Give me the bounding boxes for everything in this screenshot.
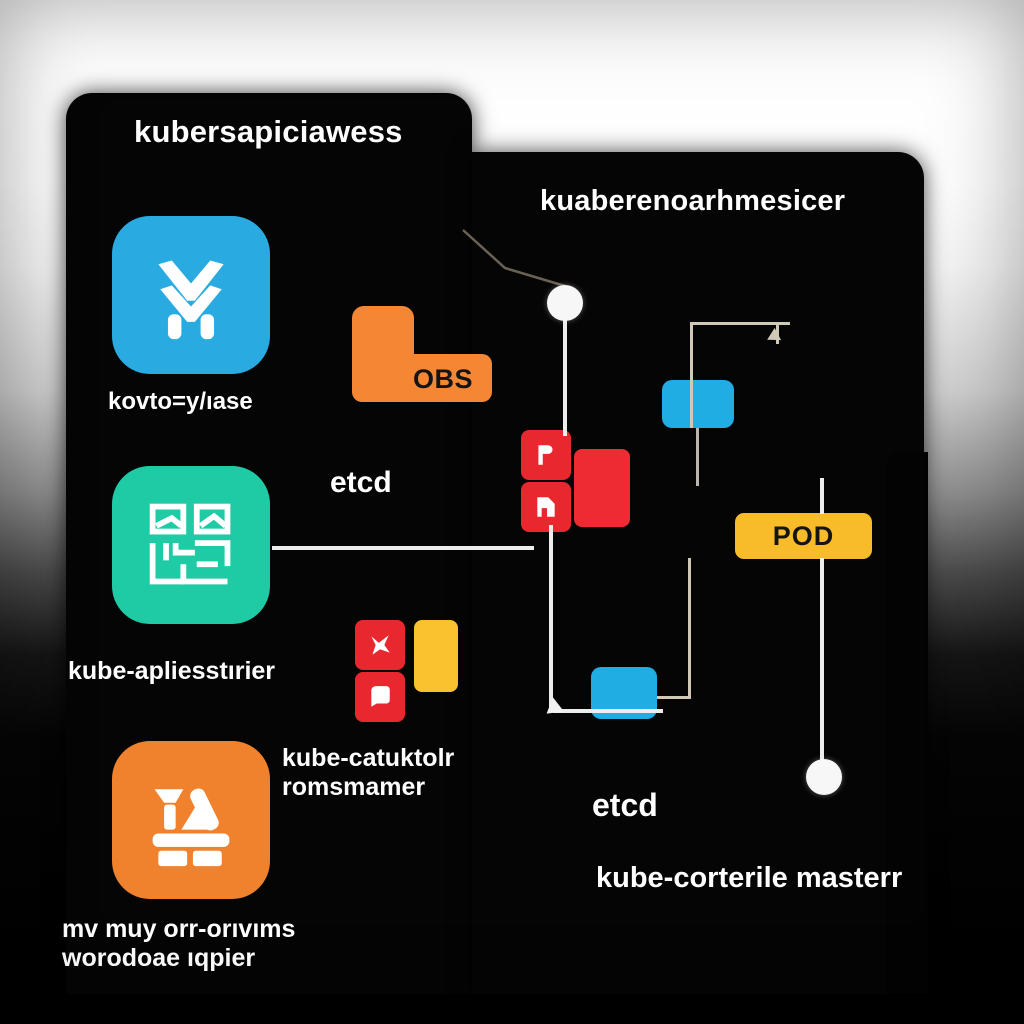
yellow-block-plain[interactable] xyxy=(414,620,458,692)
connector-blue-upper-stem xyxy=(696,428,699,486)
blue-chevron-app-icon[interactable] xyxy=(112,216,270,374)
connector-teal-icon-to-etcd xyxy=(272,546,534,550)
flag-icon xyxy=(533,442,559,468)
thin-elbow-lower-horizontal xyxy=(657,696,691,699)
caption-icon-3-line-2: worodoae ıqpier xyxy=(62,943,256,972)
right-panel-notch xyxy=(886,452,928,994)
pod-badge[interactable]: POD xyxy=(735,513,872,559)
caption-controller: kube-catuktolr romsmamer xyxy=(282,744,454,802)
caption-icon-3-line-1: mv muy orr-orıvıms xyxy=(62,915,296,943)
thin-elbow-upper-tick xyxy=(776,322,779,344)
note-icon xyxy=(533,494,559,520)
connector-elbow-under-blue xyxy=(553,709,663,713)
caption-icon-1: kovto=y/ıase xyxy=(108,388,253,415)
connector-node-top[interactable] xyxy=(547,285,583,321)
caption-etcd-right: etcd xyxy=(592,787,658,823)
blue-block-upper[interactable] xyxy=(662,380,734,428)
caption-controller-line-1: kube-catuktolr xyxy=(282,744,455,772)
obs-badge-label: OBS xyxy=(412,363,473,394)
speech-bubble-icon xyxy=(367,684,393,710)
diagonal-connector xyxy=(462,229,566,288)
red-block-plain[interactable] xyxy=(574,449,630,527)
thin-elbow-upper-vertical xyxy=(690,322,693,428)
connector-above-pod xyxy=(820,478,824,514)
caption-controller-line-2: romsmamer xyxy=(282,772,426,801)
red-block-x[interactable] xyxy=(355,620,405,670)
connector-red-stack-to-elbow xyxy=(549,525,553,710)
orange-chart-app-icon[interactable] xyxy=(112,741,270,899)
x-burst-icon xyxy=(367,632,393,658)
connector-node-bottom[interactable] xyxy=(806,759,842,795)
chevron-stack-icon xyxy=(143,247,239,343)
connector-node-to-red-stack xyxy=(563,318,567,436)
obs-badge[interactable]: OBS xyxy=(352,306,492,402)
red-block-bubble[interactable] xyxy=(355,672,405,722)
obs-badge-horizontal-arm xyxy=(352,354,492,402)
thin-elbow-upper-horizontal xyxy=(690,322,790,325)
right-panel-title: kuaberenoarhmesicer xyxy=(540,185,846,217)
caption-etcd-left: etcd xyxy=(330,466,392,499)
red-block-flag[interactable] xyxy=(521,430,571,480)
left-panel-title: kubersapiciawess xyxy=(134,114,403,149)
caption-icon-2: kube-apliesstırier xyxy=(68,657,276,685)
teal-grid-app-icon[interactable] xyxy=(112,466,270,624)
right-panel xyxy=(472,152,924,994)
qr-grid-icon xyxy=(143,497,239,593)
red-block-note[interactable] xyxy=(521,482,571,532)
caption-icon-3: mv muy orr-orıvıms worodoae ıqpier xyxy=(62,915,295,973)
caption-master: kube-corterile masterr xyxy=(596,862,903,894)
abstract-chart-icon xyxy=(143,772,239,868)
connector-pod-to-bottom-node xyxy=(820,558,824,761)
thin-elbow-lower-vertical xyxy=(688,558,691,698)
